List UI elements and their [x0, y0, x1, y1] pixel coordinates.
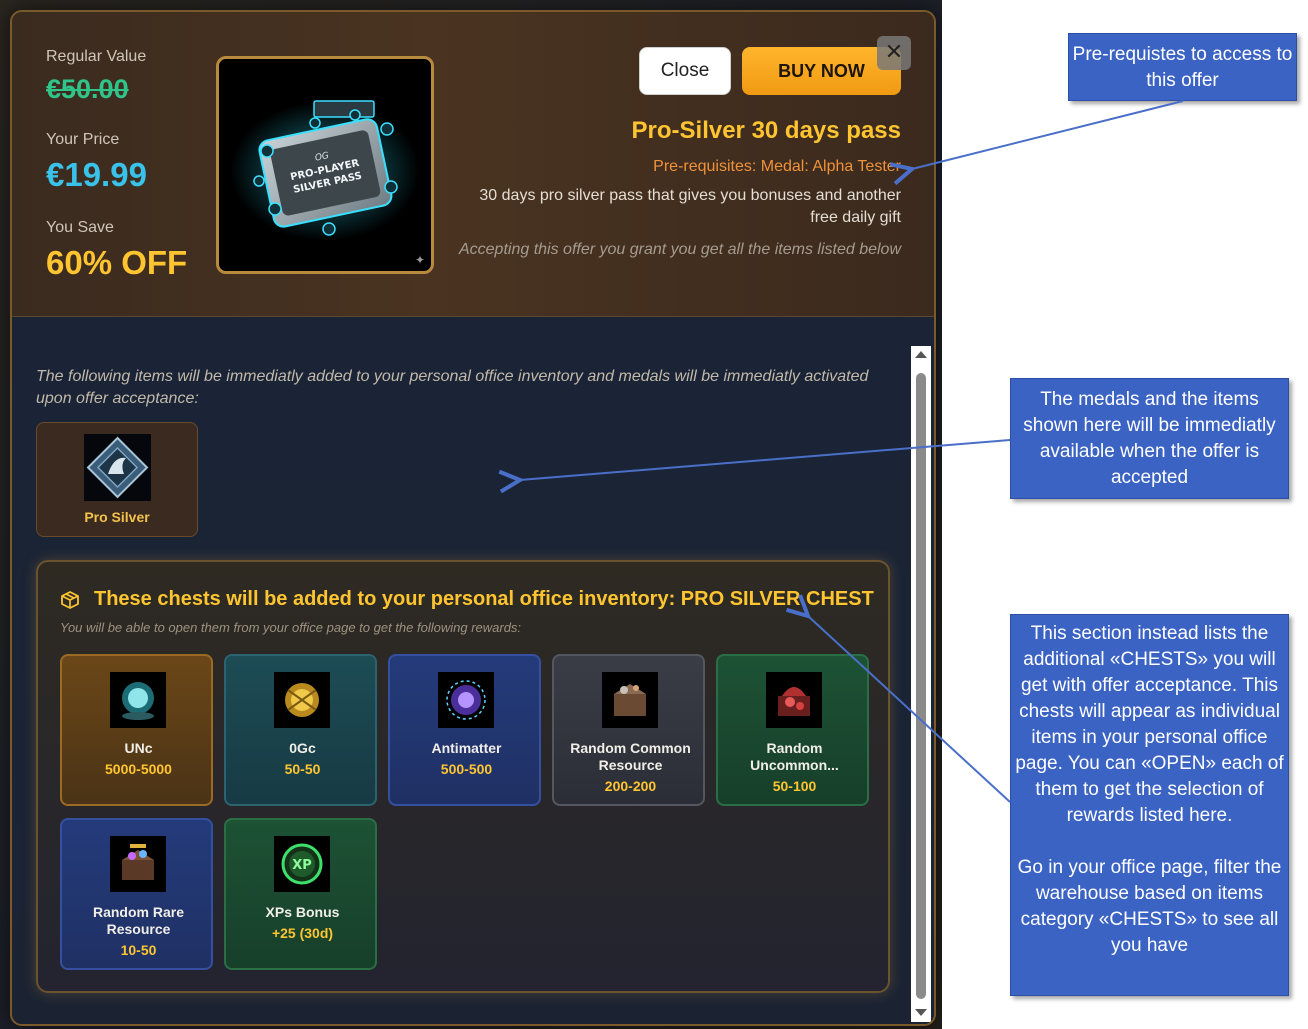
regular-value-label: Regular Value	[46, 48, 147, 65]
offer-description: 30 days pro silver pass that gives you b…	[479, 187, 901, 226]
items-intro: The following items will be immediatly a…	[36, 368, 869, 407]
scroll-down-icon[interactable]	[915, 1009, 927, 1016]
offer-title: Pro-Silver 30 days pass	[631, 117, 901, 144]
regular-value: €50.00	[46, 74, 129, 104]
reward-name: Random Uncommon...	[750, 740, 839, 773]
medal-label: Pro Silver	[84, 509, 150, 525]
sparkle-icon: ✦	[414, 253, 425, 267]
scroll-up-icon[interactable]	[915, 351, 927, 358]
callout-chests-paragraph-1: This section instead lists the additiona…	[1015, 623, 1284, 826]
offer-thumbnail: OG PRO-PLAYER SILVER PASS ✦	[216, 56, 434, 274]
offer-note: Accepting this offer you grant you get a…	[458, 241, 901, 258]
content-scrollbar[interactable]	[911, 346, 931, 1022]
offer-content: The following items will be immediatly a…	[12, 318, 934, 1024]
chests-title: These chests will be added to your perso…	[94, 588, 874, 610]
you-save-label: You Save	[46, 219, 114, 236]
rare-resource-icon	[110, 836, 166, 892]
arrow-medals	[520, 439, 1011, 480]
reward-quantity: 50-100	[772, 778, 817, 794]
close-button[interactable]: Close	[639, 47, 731, 95]
common-resource-icon	[602, 672, 658, 728]
buy-now-button[interactable]: BUY NOW	[742, 47, 901, 95]
reward-name: 0Gc	[289, 740, 316, 756]
chests-panel: These chests will be added to your perso…	[36, 560, 890, 993]
your-price-label: Your Price	[46, 131, 120, 148]
reward-quantity: 200-200	[604, 778, 657, 794]
callout-chests: This section instead lists the additiona…	[1010, 614, 1289, 996]
chests-subtitle: You will be able to open them from your …	[60, 620, 522, 635]
offer-prerequisites: Pre-requisites: Medal: Alpha Tester	[653, 158, 901, 175]
reward-quantity: 50-50	[284, 761, 321, 777]
reward-name: XPs Bonus	[265, 904, 340, 920]
reward-card[interactable]: UNc 5000-5000	[60, 654, 213, 806]
antimatter-icon	[438, 672, 494, 728]
offer-header: Regular Value €50.00 Your Price €19.99 Y…	[12, 12, 934, 317]
scroll-thumb[interactable]	[916, 373, 926, 999]
reward-card[interactable]: Random Uncommon... 50-100	[716, 654, 869, 806]
reward-quantity: +25 (30d)	[271, 925, 334, 941]
svg-text:XP: XP	[292, 858, 312, 873]
uncommon-resource-icon	[766, 672, 822, 728]
callout-medals: The medals and the items shown here will…	[1010, 378, 1289, 499]
callout-prerequisites: Pre-requistes to access to this offer	[1068, 33, 1297, 101]
svg-text:OG: OG	[314, 151, 330, 164]
reward-name: Random Common Resource	[570, 740, 691, 773]
your-price-value: €19.99	[46, 156, 147, 193]
offer-modal: Regular Value €50.00 Your Price €19.99 Y…	[10, 10, 936, 1026]
reward-quantity: 10-50	[120, 942, 157, 958]
silver-pass-card-icon: OG PRO-PLAYER SILVER PASS	[230, 100, 420, 241]
reward-card[interactable]: Antimatter 500-500	[388, 654, 541, 806]
reward-quantity: 5000-5000	[105, 761, 172, 777]
arrow-prerequisites	[912, 100, 1184, 169]
reward-card[interactable]: Random Common Resource 200-200	[552, 654, 705, 806]
reward-name: Antimatter	[431, 740, 502, 756]
reward-quantity: 500-500	[440, 761, 493, 777]
reward-card[interactable]: Random Rare Resource 10-50	[60, 818, 213, 970]
medal-card[interactable]: Pro Silver	[36, 422, 198, 537]
close-x-icon[interactable]: ✕	[877, 36, 911, 70]
reward-card[interactable]: XP XPs Bonus +25 (30d)	[224, 818, 377, 970]
you-save-value: 60% OFF	[46, 244, 188, 281]
ogc-icon	[274, 672, 330, 728]
xp-bonus-icon: XP	[274, 836, 330, 892]
reward-name: UNc	[124, 740, 153, 756]
reward-card[interactable]: 0Gc 50-50	[224, 654, 377, 806]
screenshot-backdrop: Regular Value €50.00 Your Price €19.99 Y…	[0, 0, 942, 1029]
arrow-chests	[808, 616, 1011, 803]
box-icon	[61, 591, 79, 609]
unc-icon	[110, 672, 166, 728]
pro-silver-medal-icon	[84, 434, 151, 501]
reward-name: Random Rare Resource	[92, 904, 185, 937]
callout-chests-paragraph-2: Go in your office page, filter the wareh…	[1017, 857, 1282, 956]
